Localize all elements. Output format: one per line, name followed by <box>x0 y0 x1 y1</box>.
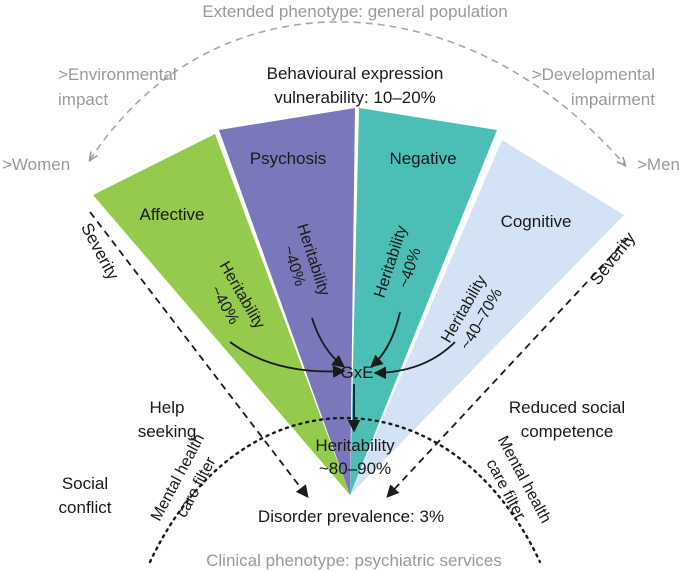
women-label: >Women <box>2 155 70 174</box>
bottom-clinical-label: Clinical phenotype: psychiatric services <box>206 551 502 570</box>
wedge-psychosis <box>219 108 355 495</box>
wedge-cognitive <box>350 140 624 495</box>
social-conflict-1: Social <box>62 474 108 493</box>
social-conflict-2: conflict <box>59 498 112 517</box>
domain-label-psychosis: Psychosis <box>250 149 327 168</box>
center-heritability-value: ~80–90% <box>319 459 391 478</box>
disorder-prevalence-label: Disorder prevalence: 3% <box>258 507 444 526</box>
top-population-label: Extended phenotype: general population <box>202 2 507 21</box>
wedge-affective <box>93 134 350 495</box>
developmental-label-2: impairment <box>571 90 655 109</box>
help-seeking-2: seeking <box>138 422 197 441</box>
reduced-competence-1: Reduced social <box>509 398 625 417</box>
gxe-label: GxE <box>340 363 373 382</box>
center-heritability-label: Heritability <box>315 436 395 455</box>
domain-label-cognitive: Cognitive <box>501 212 572 231</box>
arrow-negative-gxe <box>370 311 401 368</box>
arrow-cognitive-gxe <box>373 341 456 380</box>
arrow-affective-gxe <box>229 341 346 378</box>
domain-label-affective: Affective <box>140 205 205 224</box>
men-label: >Men <box>637 155 680 174</box>
behaviour-line-1: Behavioural expression <box>267 64 444 83</box>
care-filter-left: Mental health care filter <box>148 431 220 524</box>
environmental-label-1: >Environmental <box>58 65 177 84</box>
developmental-label-1: >Developmental <box>532 65 655 84</box>
help-seeking-1: Help <box>150 398 185 417</box>
reduced-competence-2: competence <box>521 422 614 441</box>
population-arc <box>90 21 625 165</box>
domain-label-negative: Negative <box>389 149 456 168</box>
care-filter-arc <box>148 416 542 564</box>
arrow-psychosis-gxe <box>311 317 346 368</box>
behaviour-line-2: vulnerability: 10–20% <box>274 88 436 107</box>
care-filter-right: Mental health care filter <box>482 433 554 526</box>
wedge-negative <box>350 108 497 495</box>
severity-line-right <box>386 237 629 498</box>
environmental-label-2: impact <box>58 90 108 109</box>
severity-label-left: Severity <box>77 220 123 284</box>
